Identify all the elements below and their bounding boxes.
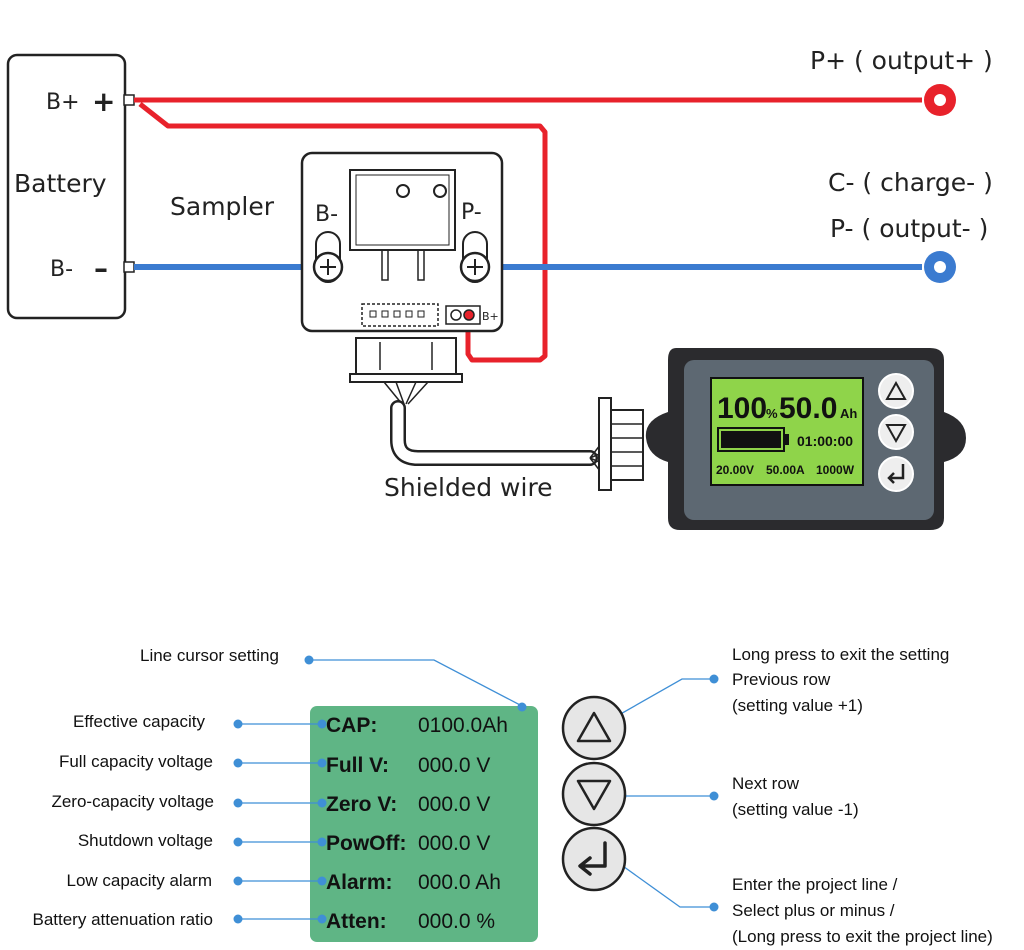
down-help-line2: (setting value -1) [732,800,859,819]
lcd-voltage: 20.00V [716,463,754,477]
output-plus-terminal [924,84,956,116]
sampler-b-minus: B- [315,202,338,227]
battery-neg-label: B- [50,257,73,282]
lcd-capacity-unit: Ah [840,406,857,421]
sampler-connector [361,303,439,327]
lcd-battery-icon [717,427,789,452]
device-enter-button[interactable] [878,456,914,492]
cursor-label: Line cursor setting [140,646,279,665]
row-label: Zero-capacity voltage [51,792,214,811]
row-key: PowOff: [326,832,406,855]
enter-arrow-icon [887,464,905,484]
enter-help-line3: (Long press to exit the project line) [732,927,993,946]
leader-lines [238,659,714,920]
down-button[interactable] [561,761,627,827]
row-label: Battery attenuation ratio [32,910,213,929]
row-label: Effective capacity [73,712,205,731]
settings-lcd-panel [310,706,538,942]
up-help-line3: (setting value +1) [732,696,863,715]
enter-arrow-icon [578,841,607,876]
row-label: Shutdown voltage [78,831,213,850]
device-down-button[interactable] [878,414,914,450]
row-key: Zero V: [326,793,397,816]
lcd-percent-value: 100 [717,392,767,425]
charge-minus-label: C- ( charge- ) [828,168,993,197]
enter-help-line1: Enter the project line / [732,875,898,894]
plug-connector [349,337,463,383]
up-help-line1: Long press to exit the setting [732,645,949,664]
shunt-block [349,169,456,281]
battery-pos-sign: + [92,85,115,118]
battery-neg-sign: – [94,252,108,285]
row-value: 0100.0Ah [418,714,508,737]
lcd-percent-unit: % [766,406,778,421]
row-value: 000.0 V [418,793,490,816]
row-key: CAP: [326,714,377,737]
row-value: 000.0 V [418,754,490,777]
device-up-button[interactable] [878,373,914,409]
enter-help-line2: Select plus or minus / [732,901,895,920]
output-plus-label: P+ ( output+ ) [810,46,993,75]
down-arrow-icon [885,424,907,444]
lcd-time: 01:00:00 [797,433,853,449]
row-key: Atten: [326,910,387,933]
up-help-line2: Previous row [732,670,831,689]
up-arrow-icon [885,380,907,400]
up-arrow-icon [576,711,612,743]
row-value: 000.0 % [418,910,495,933]
row-key: Full V: [326,754,389,777]
row-label: Full capacity voltage [59,752,213,771]
sampler-b-plus-label: B+ [482,310,499,323]
row-key: Alarm: [326,871,393,894]
row-value: 000.0 Ah [418,871,501,894]
row-label: Low capacity alarm [66,871,212,890]
shielded-wire [383,381,644,491]
battery-pos-label: B+ [46,90,80,115]
battery-title: Battery [14,169,107,198]
sampler-b-minus-screw [312,231,344,283]
sampler-b-plus-terminal [445,305,481,325]
sampler-p-minus: P- [461,200,482,225]
enter-button[interactable] [561,826,627,892]
lcd-capacity-value: 50.0 [779,392,837,425]
sampler-title: Sampler [170,192,275,221]
lcd-power: 1000W [816,463,855,477]
battery-neg-terminal [123,261,135,273]
down-help-line1: Next row [732,774,800,793]
output-minus-label: P- ( output- ) [830,214,988,243]
row-value: 000.0 V [418,832,490,855]
positive-wire [134,97,922,363]
battery-pos-terminal [123,94,135,106]
lcd-current: 50.00A [766,463,805,477]
shielded-wire-label: Shielded wire [384,473,553,502]
output-minus-terminal [924,251,956,283]
down-arrow-icon [576,779,612,811]
up-button[interactable] [561,695,627,761]
sampler-p-minus-screw [459,231,491,283]
battery-box [6,53,127,320]
